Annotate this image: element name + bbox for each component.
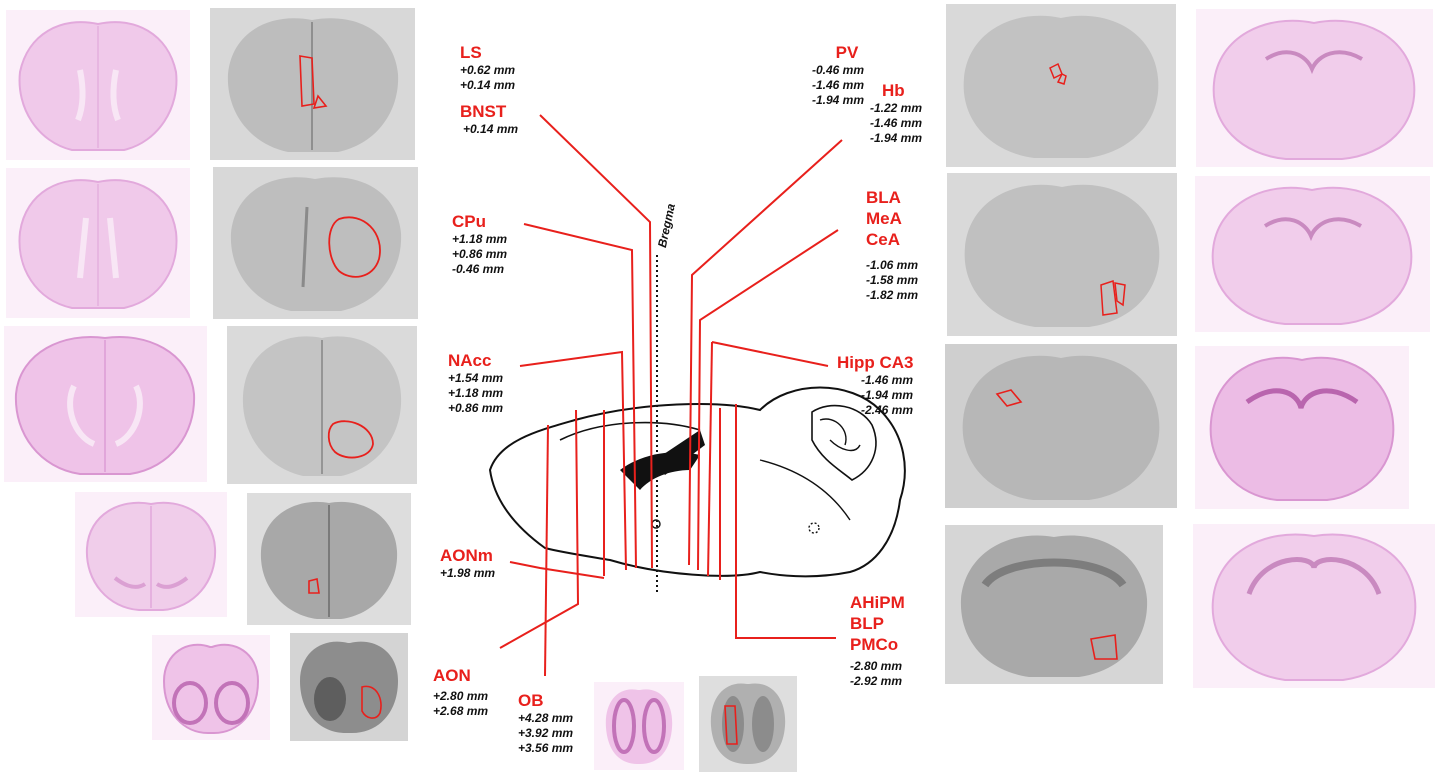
region-ob-name: OB (518, 691, 544, 710)
region-ls: LS +0.62 mm +0.14 mm (460, 42, 515, 93)
nissl-section-cpu (6, 168, 190, 318)
region-amyg-coord-2: -1.58 mm (866, 273, 919, 287)
autorad-section-aonm (247, 493, 411, 625)
region-aonm-coord-1: +1.98 mm (440, 566, 496, 580)
region-pv-coord-1: -0.46 mm (812, 63, 865, 77)
region-bnst-coord-1: +0.14 mm (463, 122, 519, 136)
region-aon: AON +2.80 mm +2.68 mm (433, 665, 488, 719)
region-bnst-name: BNST (460, 102, 507, 121)
region-ls-name: LS (460, 43, 482, 62)
region-cea-name: CeA (866, 230, 901, 249)
region-ahipm: AHiPM BLP PMCo -2.80 mm -2.92 mm (850, 592, 905, 689)
region-ob-coord-3: +3.56 mm (518, 741, 574, 755)
region-hipp-name: Hipp CA3 (837, 353, 914, 372)
region-cpu: CPu +1.18 mm +0.86 mm -0.46 mm (452, 211, 507, 277)
region-pv-coord-3: -1.94 mm (812, 93, 865, 107)
region-bla-name: BLA (866, 188, 901, 207)
region-nacc: NAcc +1.54 mm +1.18 mm +0.86 mm (448, 350, 503, 416)
region-cpu-coord-1: +1.18 mm (452, 232, 508, 246)
nissl-section-pv-hb (1196, 9, 1433, 167)
region-aon-name: AON (433, 666, 471, 685)
region-cpu-name: CPu (452, 212, 486, 231)
region-ahipm-coord-1: -2.80 mm (850, 659, 903, 673)
region-aon-coord-2: +2.68 mm (433, 704, 489, 718)
region-hb-name: Hb (882, 81, 905, 100)
region-bnst: BNST +0.14 mm (460, 101, 518, 137)
region-ob-coord-2: +3.92 mm (518, 726, 574, 740)
region-aon-coord-1: +2.80 mm (433, 689, 489, 703)
region-nacc-name: NAcc (448, 351, 492, 370)
region-aonm-name: AONm (440, 546, 493, 565)
region-ob: OB +4.28 mm +3.92 mm +3.56 mm (518, 690, 573, 756)
region-cpu-coord-3: -0.46 mm (452, 262, 505, 276)
nissl-section-ls (6, 10, 190, 160)
autorad-section-nacc (227, 326, 417, 484)
region-hipp: Hipp CA3 -1.46 mm -1.94 mm -2.46 mm (837, 352, 914, 418)
region-amygdala: BLA MeA CeA -1.06 mm -1.58 mm -1.82 mm (866, 187, 918, 303)
nissl-section-hipp (1195, 346, 1409, 509)
region-pv-coord-2: -1.46 mm (812, 78, 865, 92)
region-hipp-coord-2: -1.94 mm (861, 388, 914, 402)
autorad-section-cpu (213, 167, 418, 319)
region-blp-name: BLP (850, 614, 884, 633)
autorad-section-aon (290, 633, 408, 741)
autorad-section-ahipm (945, 525, 1163, 684)
region-amyg-coord-1: -1.06 mm (866, 258, 919, 272)
region-hipp-coord-3: -2.46 mm (861, 403, 914, 417)
region-ob-coord-1: +4.28 mm (518, 711, 574, 725)
region-ahipm-name: AHiPM (850, 593, 905, 612)
region-cpu-coord-2: +0.86 mm (452, 247, 508, 261)
nissl-section-nacc (4, 326, 207, 482)
region-pv-name: PV (835, 43, 859, 62)
region-nacc-coord-3: +0.86 mm (448, 401, 504, 415)
nissl-section-ob (594, 682, 684, 770)
region-ls-coord-2: +0.14 mm (460, 78, 516, 92)
region-aonm: AONm +1.98 mm (440, 545, 495, 581)
bregma-label: Bregma (655, 202, 678, 249)
region-mea-name: MeA (866, 209, 902, 228)
region-nacc-coord-2: +1.18 mm (448, 386, 504, 400)
region-nacc-coord-1: +1.54 mm (448, 371, 504, 385)
region-pmco-name: PMCo (850, 635, 899, 654)
autorad-section-amygdala (947, 173, 1177, 336)
region-hb-coord-1: -1.22 mm (870, 101, 923, 115)
region-hipp-coord-1: -1.46 mm (861, 373, 914, 387)
region-pv: PV -0.46 mm -1.46 mm -1.94 mm (812, 42, 864, 108)
autorad-section-pv-hb (946, 4, 1176, 167)
autorad-section-ob (699, 676, 797, 772)
region-hb: Hb -1.22 mm -1.46 mm -1.94 mm (870, 80, 922, 146)
nissl-section-aon (152, 635, 270, 740)
region-amyg-coord-3: -1.82 mm (866, 288, 919, 302)
nissl-section-aonm (75, 492, 227, 617)
region-hb-coord-2: -1.46 mm (870, 116, 923, 130)
nissl-section-amygdala (1195, 176, 1430, 332)
autorad-section-ls (210, 8, 415, 160)
nissl-section-ahipm (1193, 524, 1435, 688)
region-ls-coord-1: +0.62 mm (460, 63, 516, 77)
region-ahipm-coord-2: -2.92 mm (850, 674, 903, 688)
region-hb-coord-3: -1.94 mm (870, 131, 923, 145)
autorad-section-hipp (945, 344, 1177, 508)
